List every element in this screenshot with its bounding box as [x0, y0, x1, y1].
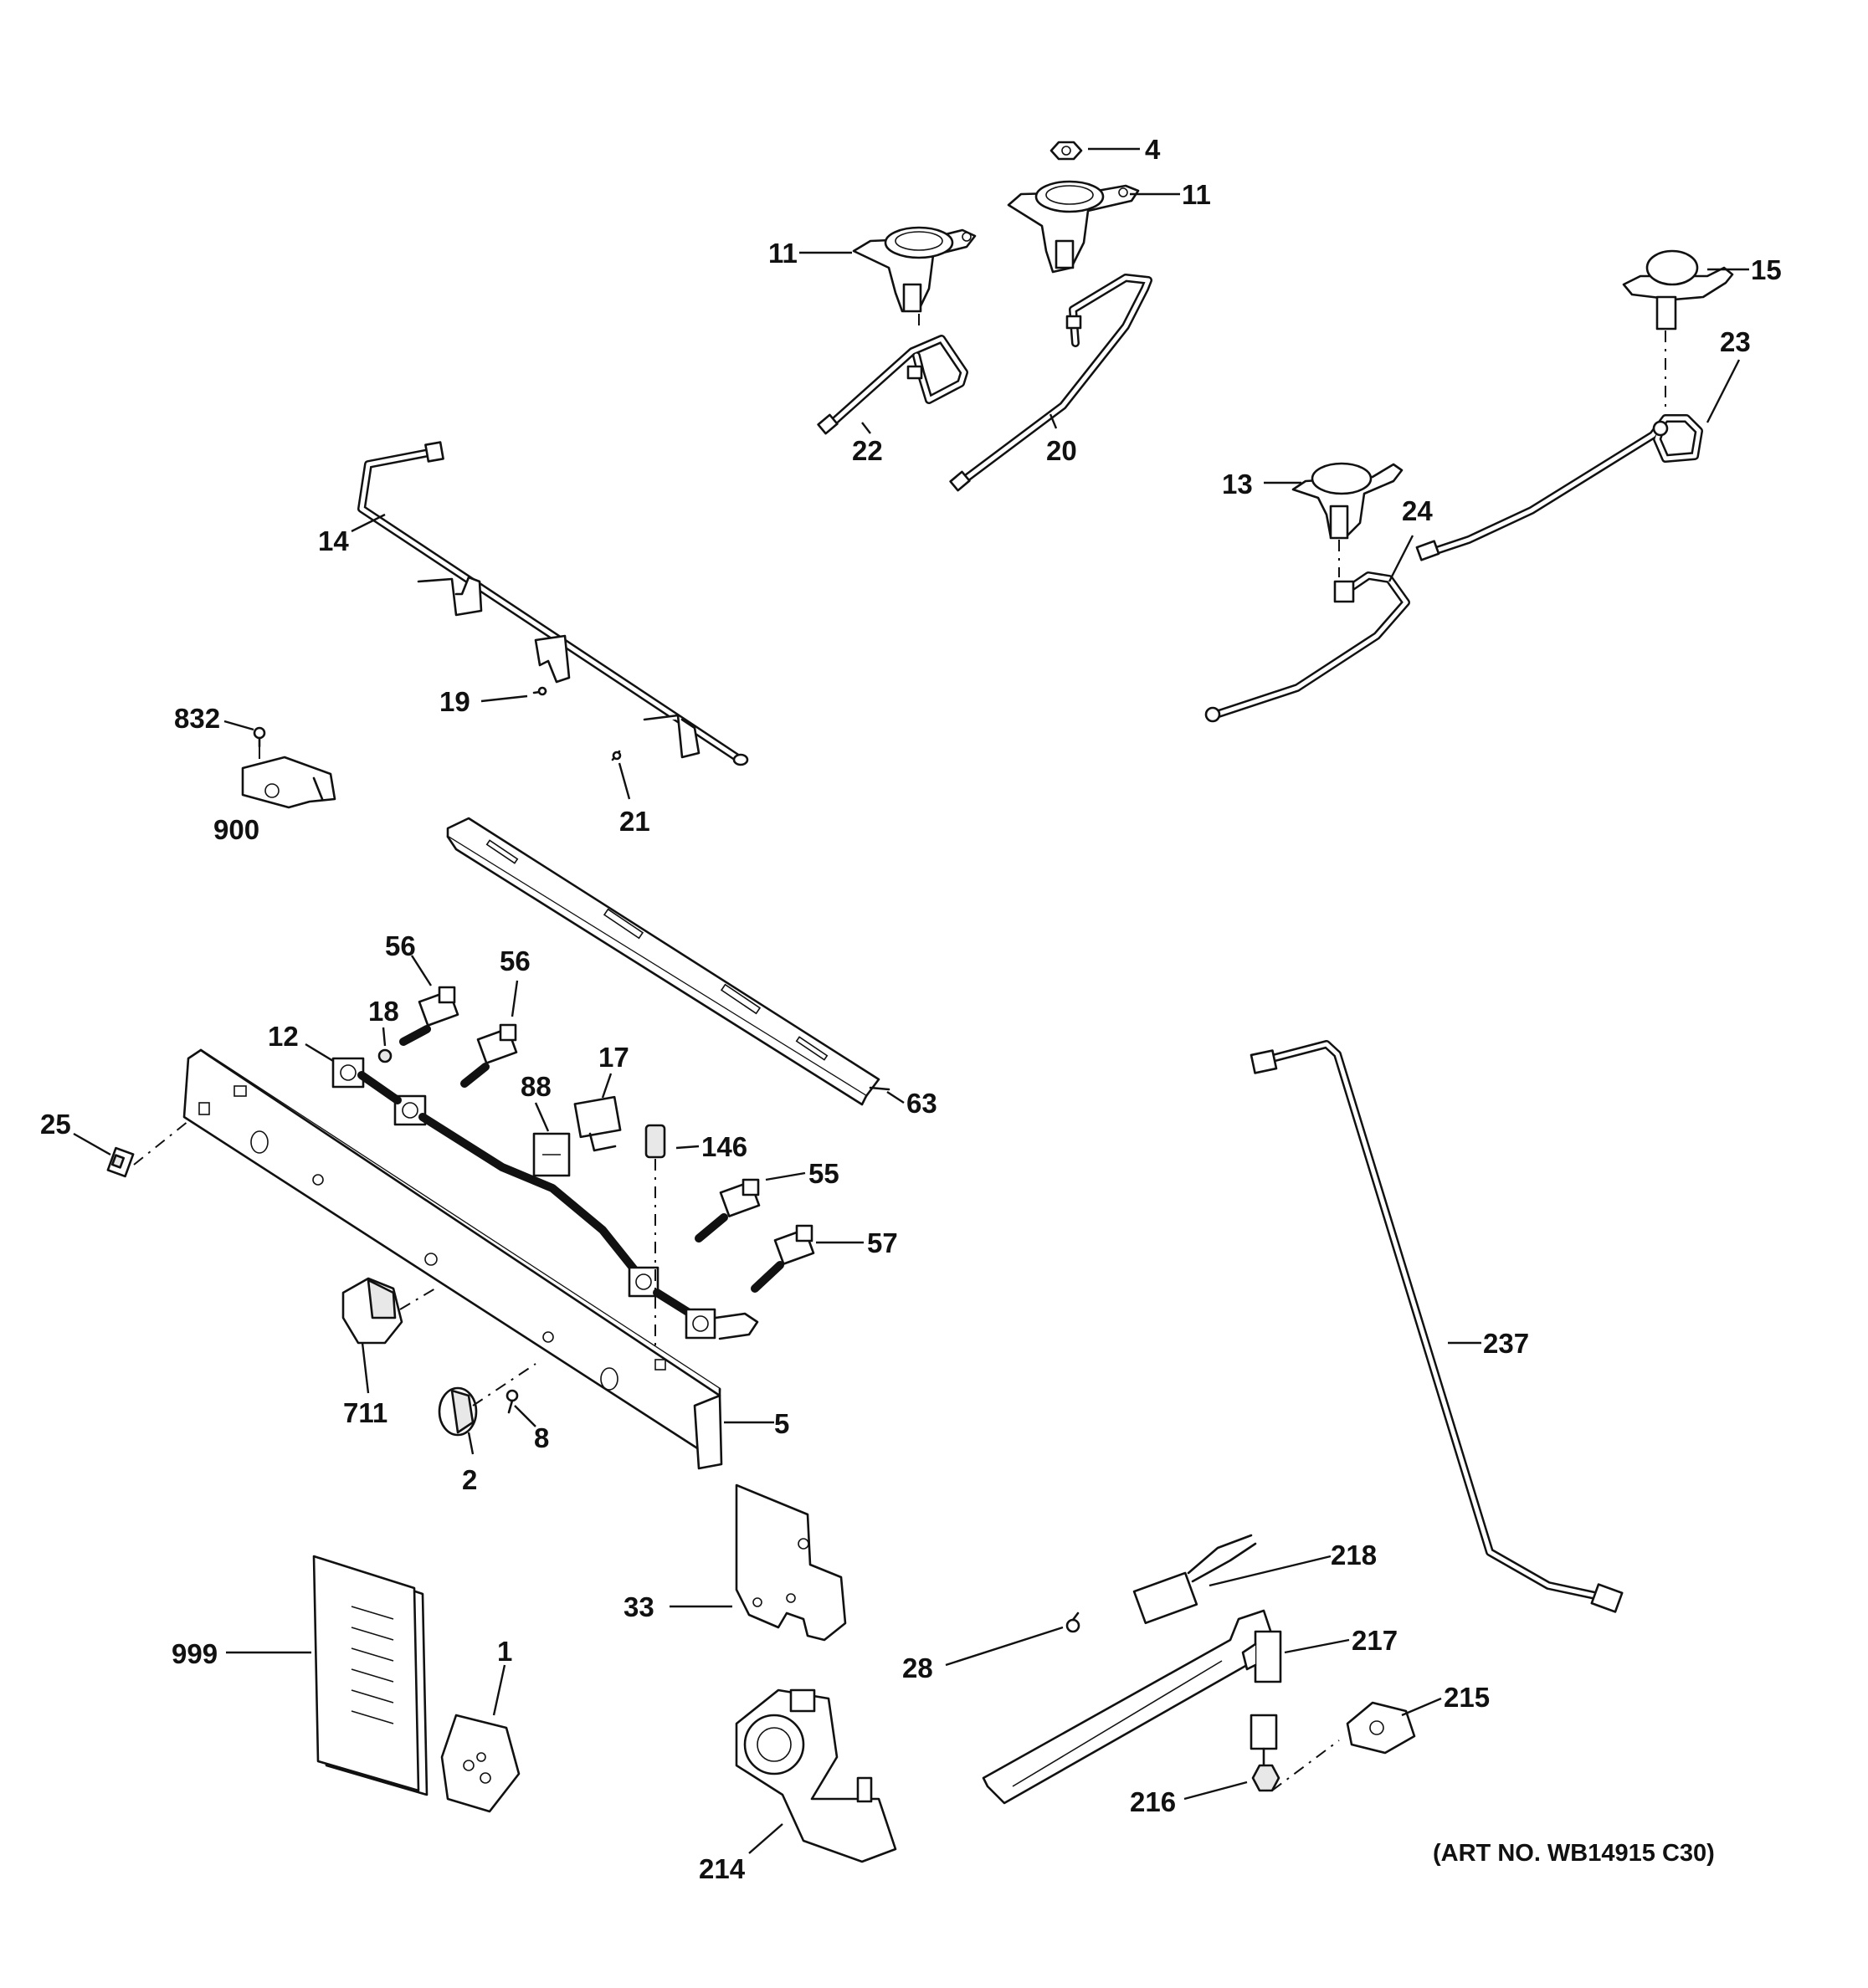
part-63-control-bracket[interactable] [446, 817, 890, 1106]
part-4-nut[interactable] [1049, 141, 1083, 161]
callout-146: 146 [701, 1131, 747, 1162]
callout-18: 18 [368, 996, 399, 1027]
callout-20: 20 [1046, 435, 1077, 466]
part-15-burner-head[interactable] [1622, 249, 1734, 330]
callout-4: 4 [1145, 134, 1161, 165]
callout-21: 21 [619, 806, 650, 837]
part-12-switch-harness[interactable] [331, 1057, 759, 1340]
callout-711: 711 [343, 1397, 387, 1428]
part-11-burner-head-left[interactable] [852, 226, 977, 313]
callout-19: 19 [439, 686, 470, 717]
part-5-control-panel[interactable] [182, 1048, 723, 1470]
part-11-burner-head-right[interactable] [1007, 180, 1140, 274]
part-33-valve-bracket[interactable] [735, 1483, 847, 1642]
callout-15: 15 [1751, 254, 1782, 285]
callout-1: 1 [497, 1636, 512, 1667]
callout-56-right: 56 [500, 945, 531, 976]
callout-13: 13 [1222, 469, 1253, 500]
callout-999: 999 [172, 1638, 218, 1669]
part-28-clip[interactable] [1065, 1611, 1080, 1633]
part-88-label[interactable] [532, 1132, 571, 1177]
callout-55: 55 [808, 1158, 839, 1189]
part-56-valve-left[interactable] [399, 986, 459, 1046]
part-999-literature[interactable] [312, 1555, 429, 1796]
part-218-igniter[interactable] [1132, 1534, 1257, 1625]
part-214-pressure-regulator-valve[interactable] [735, 1688, 897, 1863]
part-14-manifold-pipe[interactable] [357, 441, 749, 766]
callout-900: 900 [213, 814, 259, 845]
part-8-screw[interactable] [505, 1389, 519, 1414]
callout-12: 12 [268, 1021, 299, 1052]
callout-56-left: 56 [385, 930, 416, 961]
part-237-gas-supply-tube[interactable] [1250, 1040, 1624, 1613]
part-57-valve[interactable] [751, 1224, 815, 1293]
part-832-screw[interactable] [253, 726, 266, 748]
callout-22: 22 [852, 435, 883, 466]
callout-57: 57 [867, 1227, 898, 1258]
callout-215: 215 [1444, 1682, 1490, 1713]
callout-28: 28 [902, 1652, 933, 1683]
part-216-orifice[interactable] [1250, 1714, 1280, 1792]
callout-23: 23 [1720, 326, 1751, 357]
callout-5: 5 [774, 1408, 789, 1439]
callout-14: 14 [318, 525, 349, 556]
art-number: (ART NO. WB14915 C30) [1433, 1840, 1715, 1867]
part-56-valve-right[interactable] [460, 1023, 518, 1088]
part-217-burner-tube[interactable] [982, 1609, 1282, 1805]
part-19-screw[interactable] [532, 686, 547, 696]
callout-237: 237 [1483, 1328, 1529, 1359]
callout-17: 17 [598, 1042, 629, 1073]
part-20-gas-tube[interactable] [949, 274, 1152, 492]
callout-88: 88 [521, 1071, 552, 1102]
callout-218: 218 [1331, 1540, 1377, 1570]
callout-214: 214 [699, 1853, 746, 1884]
part-215-orifice-holder[interactable] [1346, 1701, 1416, 1755]
part-711-knob[interactable] [341, 1277, 403, 1345]
part-1-hardware-bag[interactable] [440, 1714, 521, 1813]
part-55-valve[interactable] [695, 1178, 761, 1242]
part-22-gas-tube[interactable] [817, 335, 968, 435]
part-900-bracket[interactable] [241, 756, 336, 809]
callout-11-left: 11 [768, 238, 798, 269]
part-146-clip[interactable] [644, 1124, 666, 1159]
part-2-knob[interactable] [438, 1386, 478, 1437]
part-24-gas-tube[interactable] [1204, 571, 1410, 723]
part-21-screw[interactable] [611, 750, 622, 761]
part-18-ring[interactable] [377, 1048, 393, 1063]
callout-11-right: 11 [1182, 179, 1211, 210]
callout-63: 63 [906, 1088, 937, 1119]
callout-216: 216 [1130, 1786, 1176, 1817]
part-23-gas-tube[interactable] [1415, 414, 1703, 561]
callout-8: 8 [534, 1422, 549, 1453]
part-13-burner-head[interactable] [1291, 462, 1404, 540]
part-25-switch[interactable] [106, 1146, 135, 1178]
callout-25: 25 [40, 1109, 71, 1140]
callout-2: 2 [462, 1464, 477, 1495]
callout-33: 33 [624, 1591, 654, 1622]
callout-217: 217 [1352, 1625, 1398, 1656]
callout-24: 24 [1402, 495, 1433, 526]
part-17-switch[interactable] [573, 1095, 622, 1152]
callout-832: 832 [174, 703, 220, 734]
